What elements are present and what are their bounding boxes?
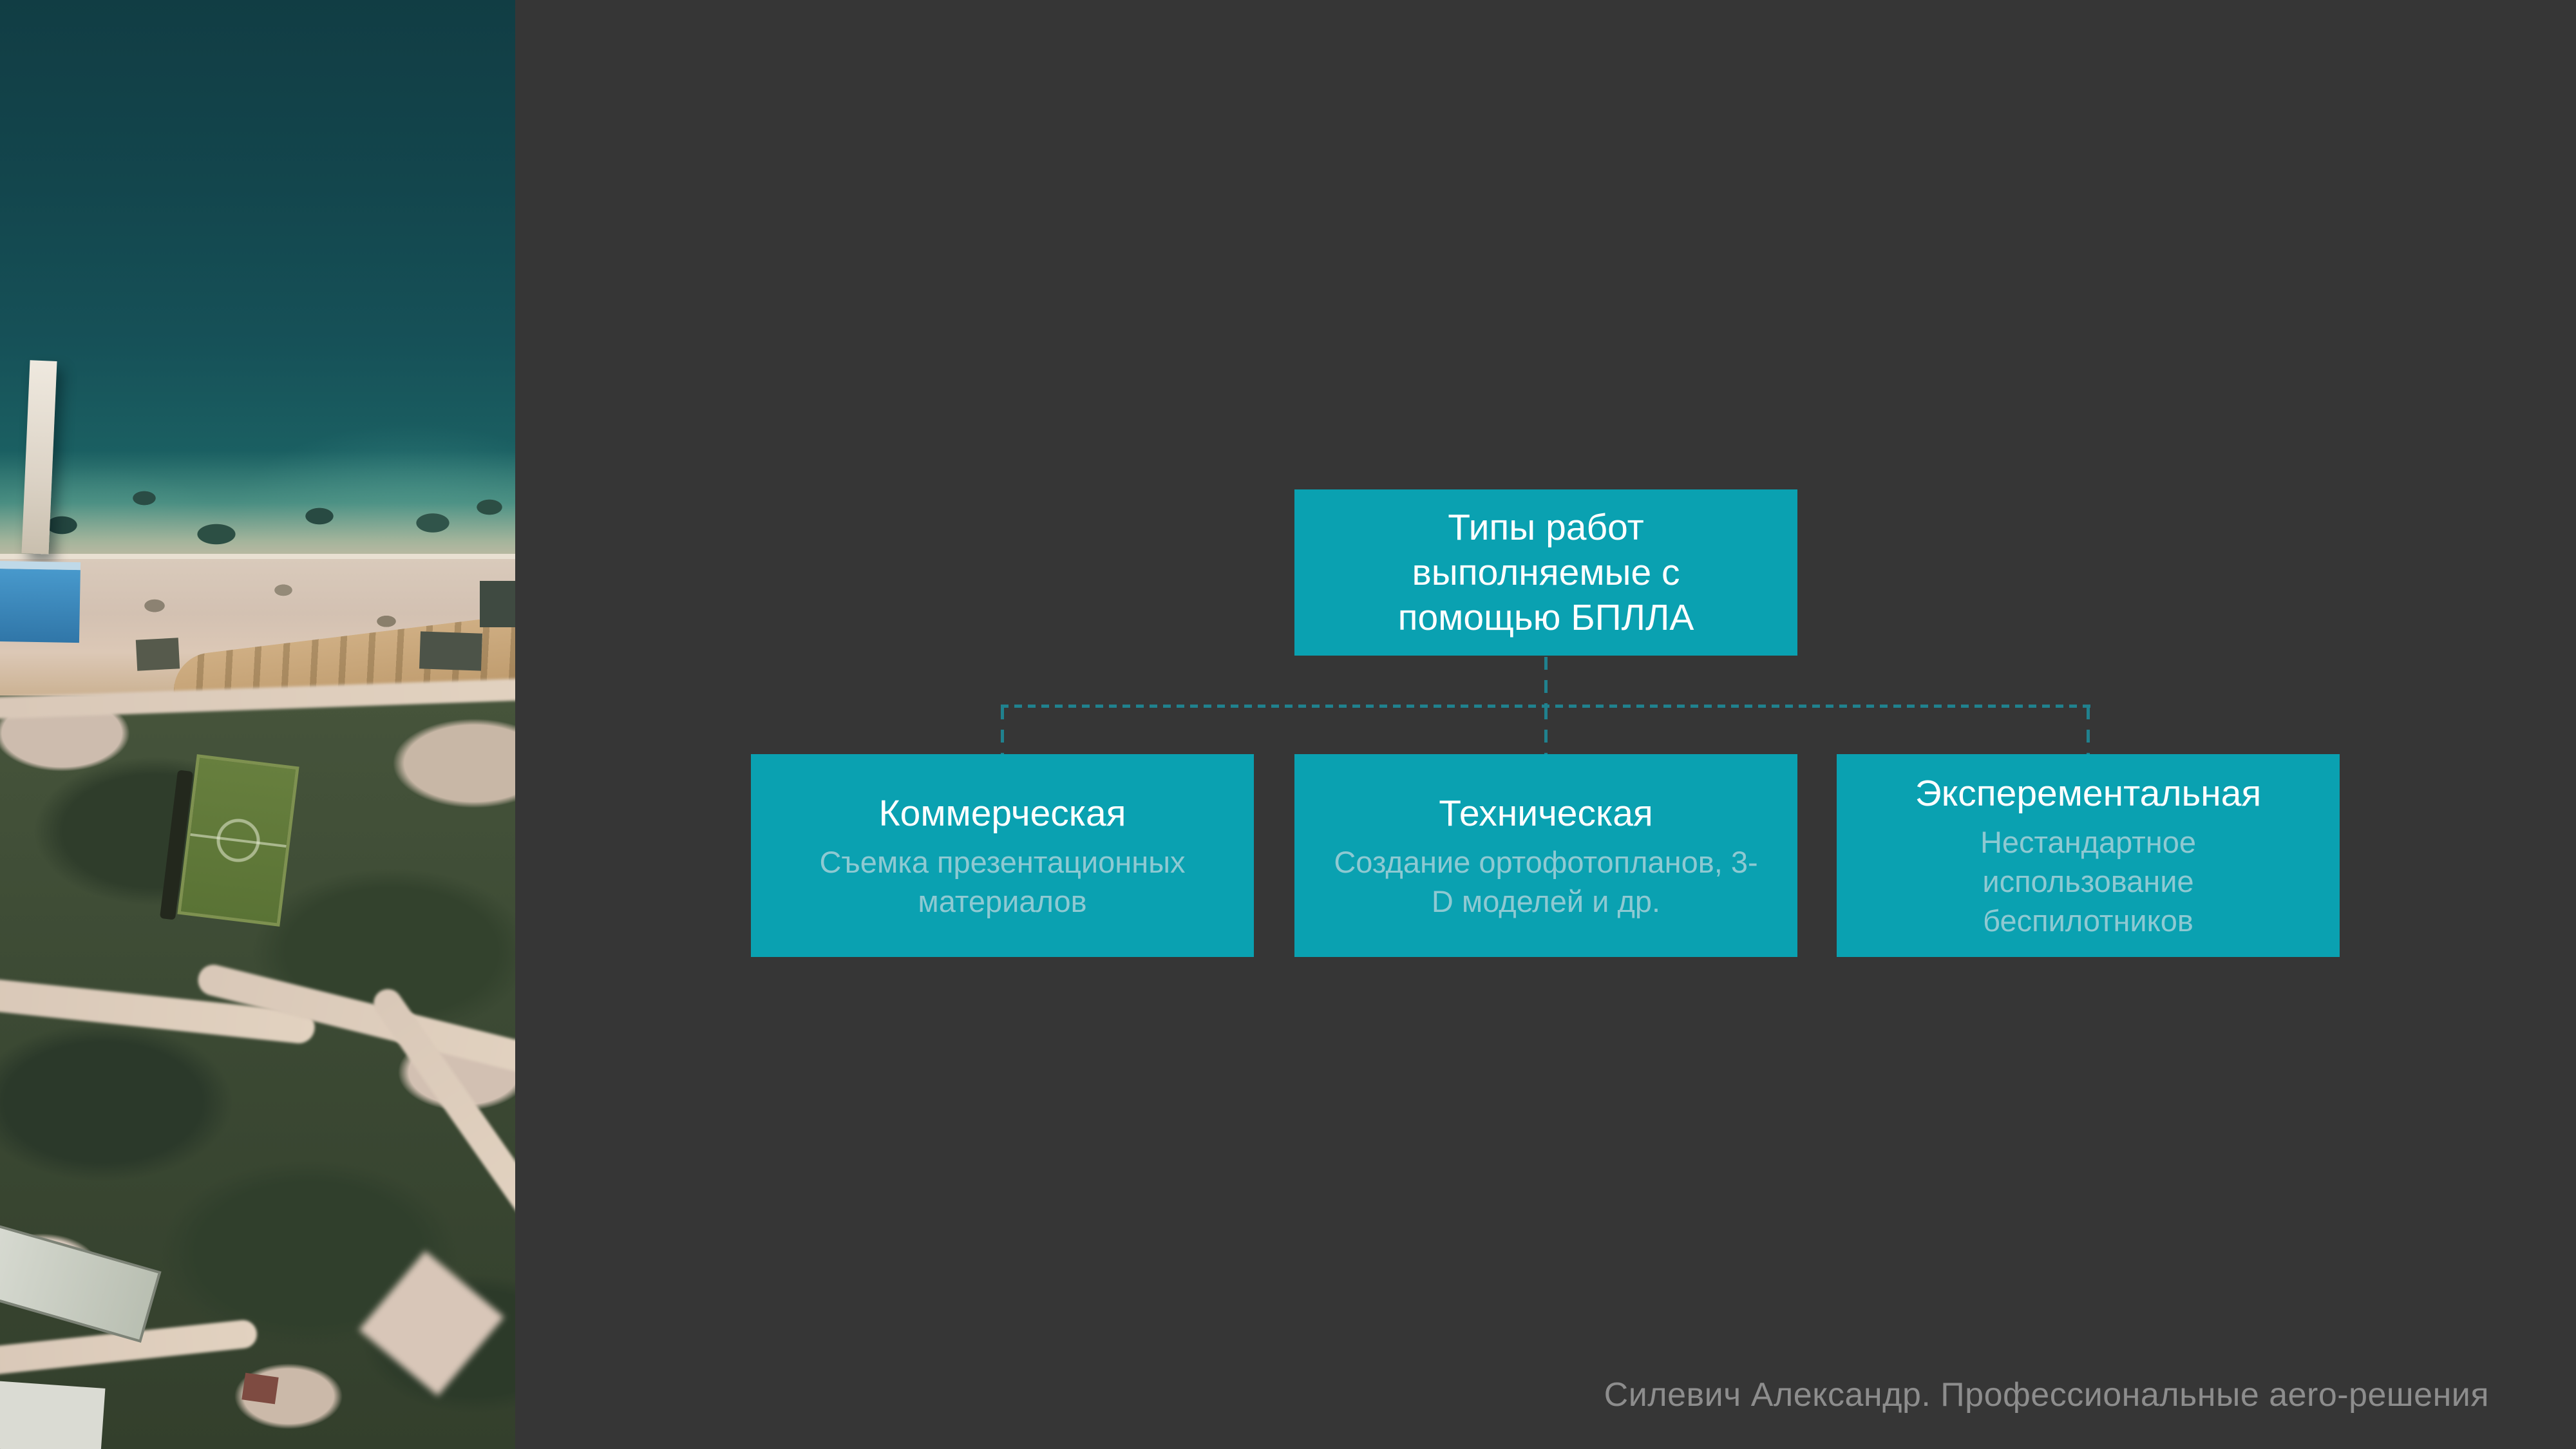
beach-hut <box>419 631 482 671</box>
diagram-node-title: Эксперементальная <box>1915 773 2262 814</box>
beach-hut <box>135 638 180 671</box>
connector-drop-experimental <box>2087 706 2090 755</box>
connector-horizontal <box>1001 705 2090 708</box>
shallow-water-region <box>0 451 515 564</box>
blue-roof-building <box>0 560 81 643</box>
connector-stub <box>1544 657 1548 706</box>
aerial-coastline-photo <box>0 0 515 1449</box>
diagram-node-root: Типы работ выполняемые с помощью БПЛЛА <box>1294 489 1797 656</box>
footer-credit: Силевич Александр. Профессиональные aero… <box>1604 1376 2489 1414</box>
diagram-node-subtitle: Создание ортофотопланов, 3-D моделей и д… <box>1334 844 1758 918</box>
beach-hut <box>480 581 515 627</box>
diagram-node-subtitle: Нестандартное использование беспилотнико… <box>1980 825 2197 938</box>
diagram-node-technical: Техническая Создание ортофотопланов, 3-D… <box>1294 754 1797 957</box>
diagram-node-subtitle: Съемка презентационных материалов <box>819 844 1186 918</box>
connector-drop-commercial <box>1001 706 1004 755</box>
diagram-node-title: Типы работ выполняемые с помощью БПЛЛА <box>1397 507 1694 638</box>
diagram-node-title: Техническая <box>1439 792 1653 834</box>
connector-drop-technical <box>1544 706 1548 755</box>
red-roof-hut <box>242 1372 279 1405</box>
diagram-node-title: Коммерческая <box>878 792 1126 834</box>
football-field <box>177 754 299 927</box>
diagram-node-experimental: Эксперементальная Нестандартное использо… <box>1837 754 2340 957</box>
diagram-node-commercial: Коммерческая Съемка презентационных мате… <box>751 754 1254 957</box>
white-building <box>0 1381 106 1449</box>
